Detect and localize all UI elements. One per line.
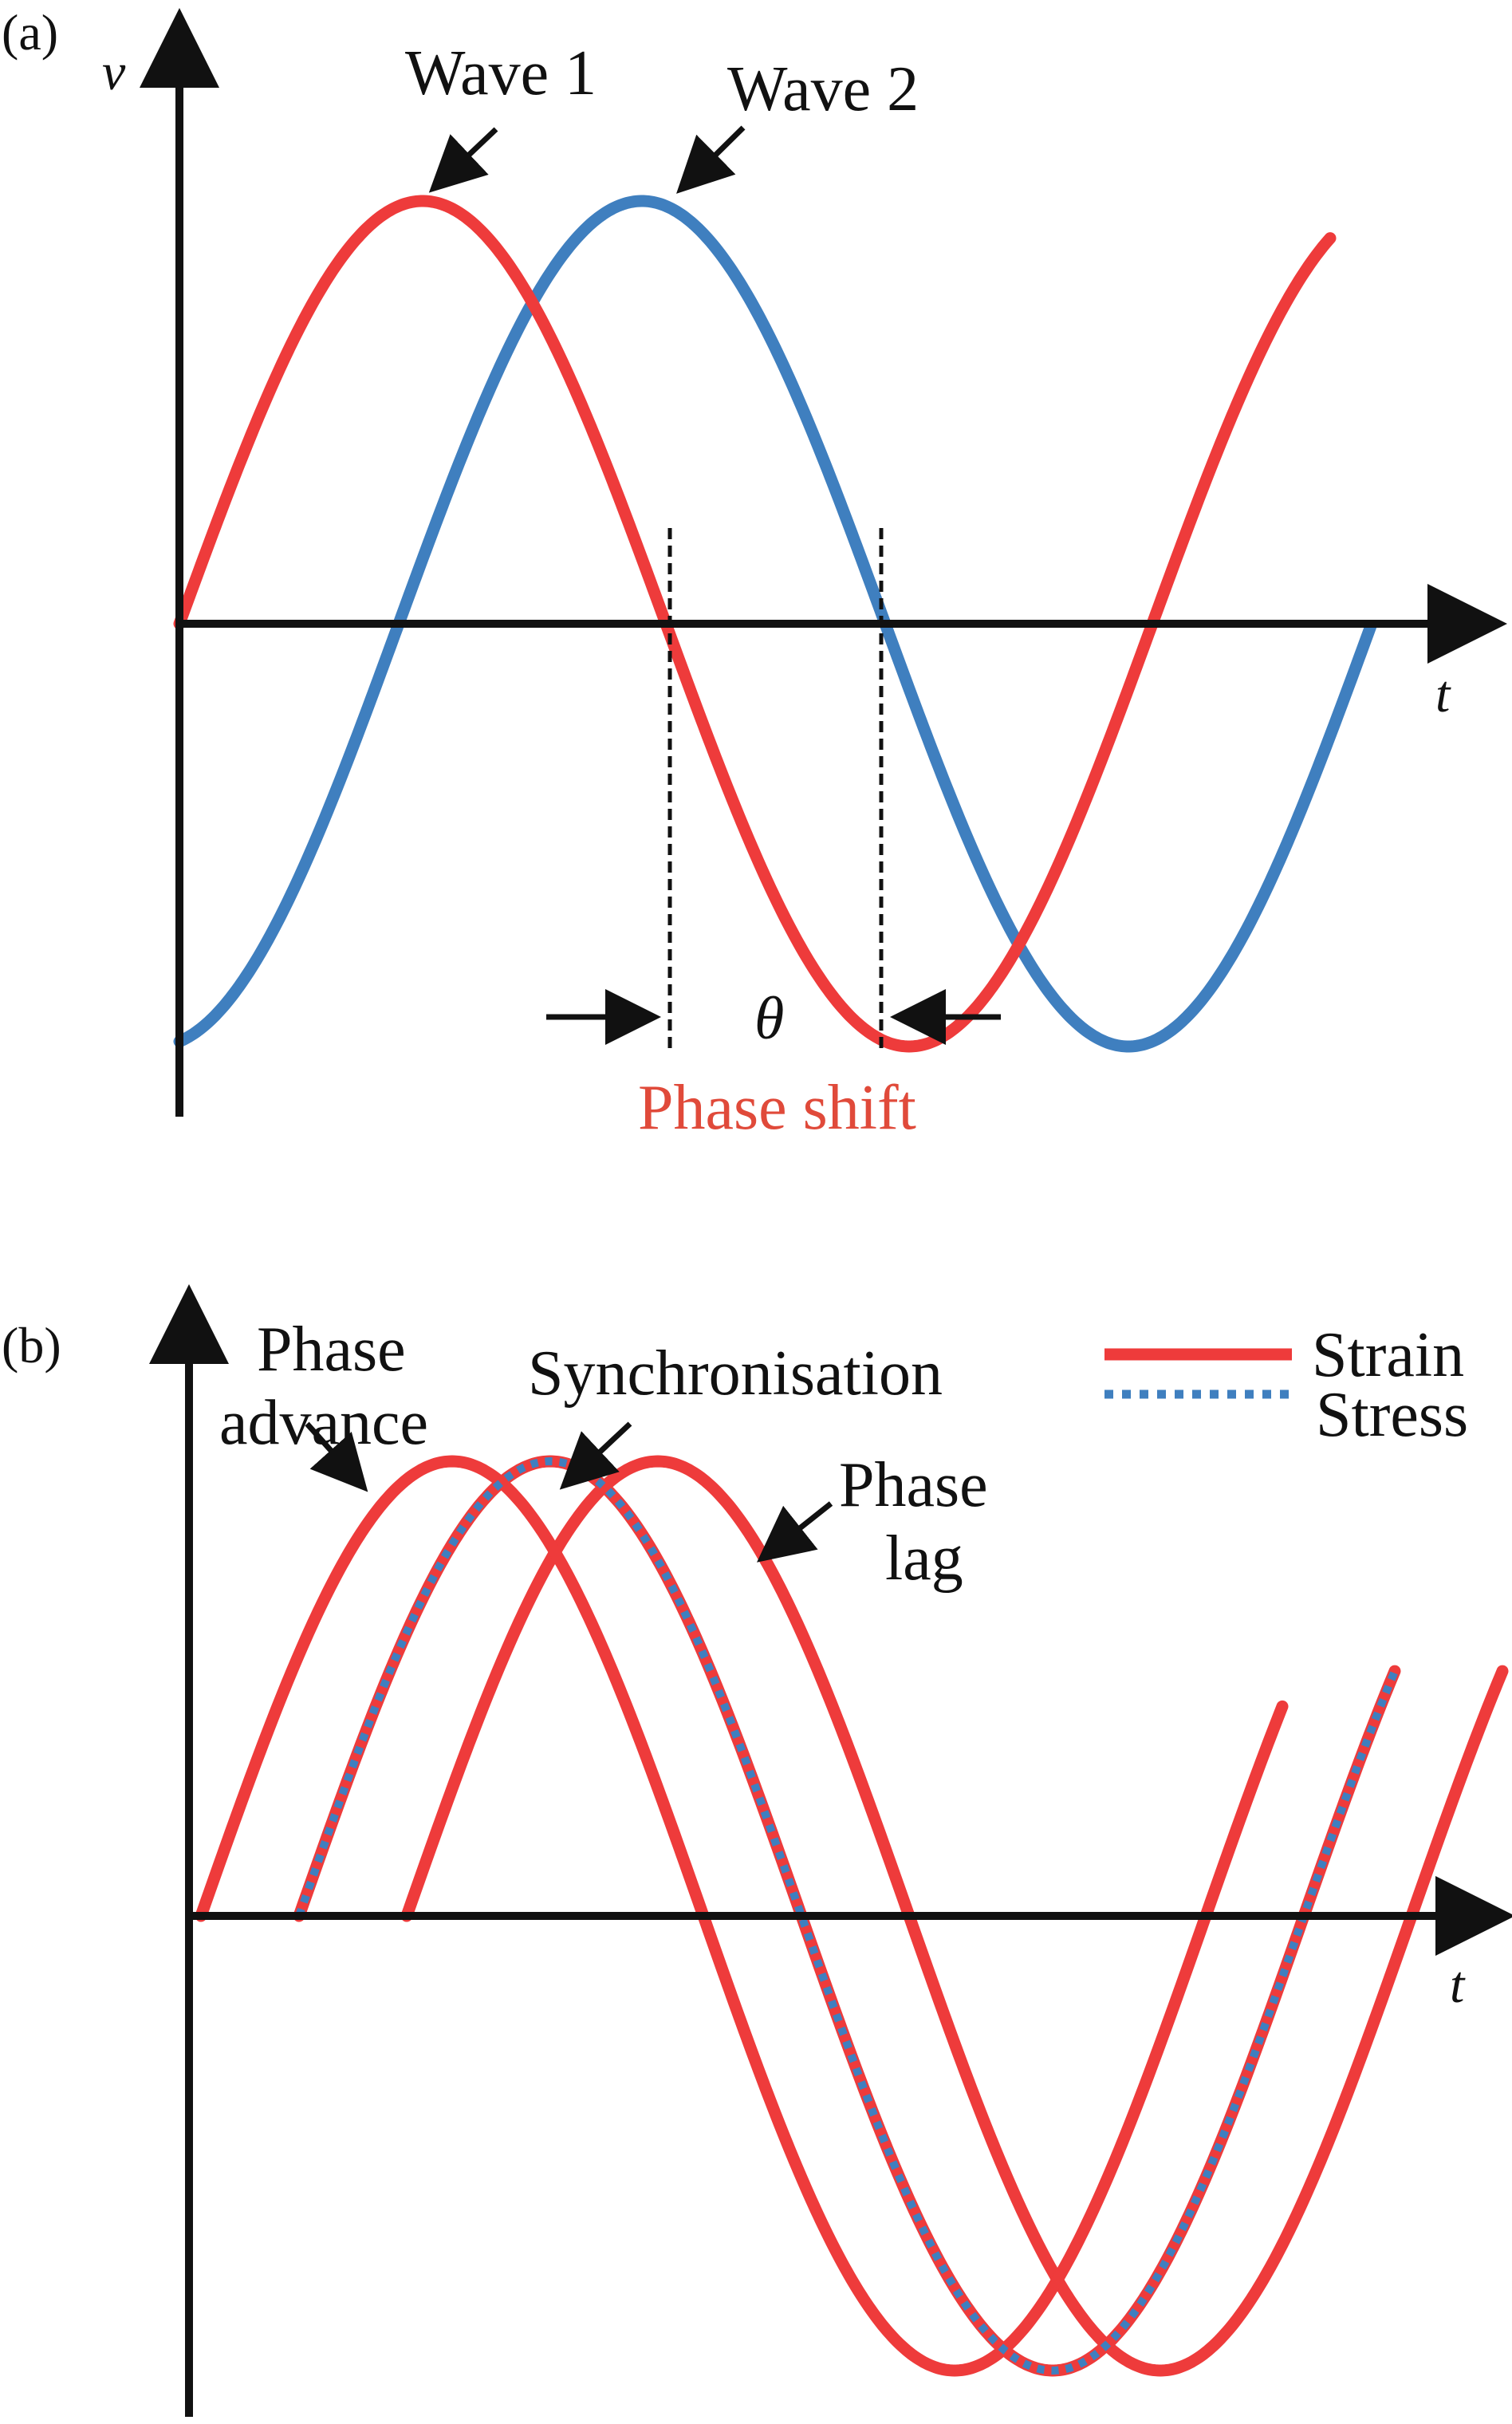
panel-b-label: (b) xyxy=(2,1317,61,1374)
strain-phase-advance-curve xyxy=(195,1455,1289,2377)
wave-2-label: Wave 2 xyxy=(727,54,919,124)
phase-shift-label: Phase shift xyxy=(638,1073,916,1143)
wave-1-label: Wave 1 xyxy=(405,38,597,108)
legend-stress-label: Stress xyxy=(1316,1380,1468,1450)
phase-lag-arrow xyxy=(757,1501,833,1563)
wave-2-label-arrow xyxy=(676,125,746,194)
phase-advance-label-line-2: advance xyxy=(219,1388,428,1458)
panel-b-x-axis-label: t xyxy=(1450,1956,1466,2014)
legend-strain-label: Strain xyxy=(1312,1320,1464,1390)
phase-advance-arrow xyxy=(305,1421,368,1492)
legend: Strain Stress xyxy=(1104,1320,1468,1450)
panel-b: Strain Stress (b) t Phase advance Synchr… xyxy=(2,1284,1512,2417)
strain-phase-lag-curve xyxy=(400,1455,1509,2377)
panel-a-x-axis-label: t xyxy=(1435,665,1451,723)
phase-advance-label-line-1: Phase xyxy=(257,1314,406,1385)
stress-synchronised-curve xyxy=(295,1456,1399,2375)
wave-1-curve xyxy=(173,195,1337,1053)
panel-a-label: (a) xyxy=(2,4,58,61)
phase-lag-label-line-1: Phase xyxy=(839,1450,988,1520)
phase-lag-label-line-2: lag xyxy=(885,1523,963,1594)
wave-2-curve xyxy=(173,195,1377,1053)
synchronisation-label: Synchronisation xyxy=(528,1338,943,1409)
panel-a-y-axis-label: v xyxy=(102,43,126,101)
panel-a: (a) v t Wave 1 Wave 2 θ Phase shift xyxy=(2,4,1507,1143)
wave-1-label-arrow xyxy=(428,127,498,193)
synchronisation-arrow xyxy=(559,1421,632,1490)
theta-symbol: θ xyxy=(754,985,784,1052)
